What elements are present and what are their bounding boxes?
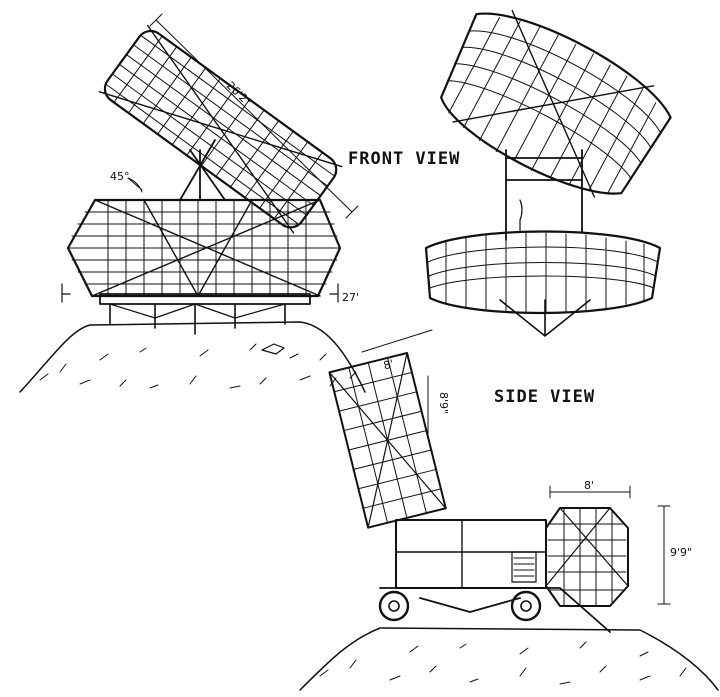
perspective-view-drawing (424, 9, 672, 337)
side-view-rear-reflector (545, 507, 629, 607)
side-view-hill (299, 627, 719, 691)
perspective-lower-reflector (424, 230, 662, 315)
front-view-drawing (19, 13, 366, 393)
side-view-wheel-front (378, 590, 410, 622)
dimension-top-length: 26'2" (224, 79, 254, 109)
side-view-label: SIDE VIEW (494, 387, 595, 407)
front-view-platform (99, 293, 311, 305)
dimension-side-height: 8'9" (437, 392, 450, 414)
dimension-tilt-angle: 45° (110, 170, 130, 183)
side-view-drawing (299, 329, 719, 691)
perspective-upper-reflector (440, 12, 672, 195)
front-view-hill (19, 321, 366, 393)
front-view-label: FRONT VIEW (348, 149, 460, 169)
front-view-upper-reflector (103, 29, 338, 229)
side-view-trailer-body (395, 519, 547, 589)
side-view-wheel-rear (510, 590, 542, 622)
dimension-rear-width: 8' (584, 479, 594, 492)
dimension-rear-height: 9'9" (670, 546, 692, 559)
dimension-side-top: 8' (382, 357, 395, 372)
dimension-base-depth: 27' (342, 291, 359, 304)
